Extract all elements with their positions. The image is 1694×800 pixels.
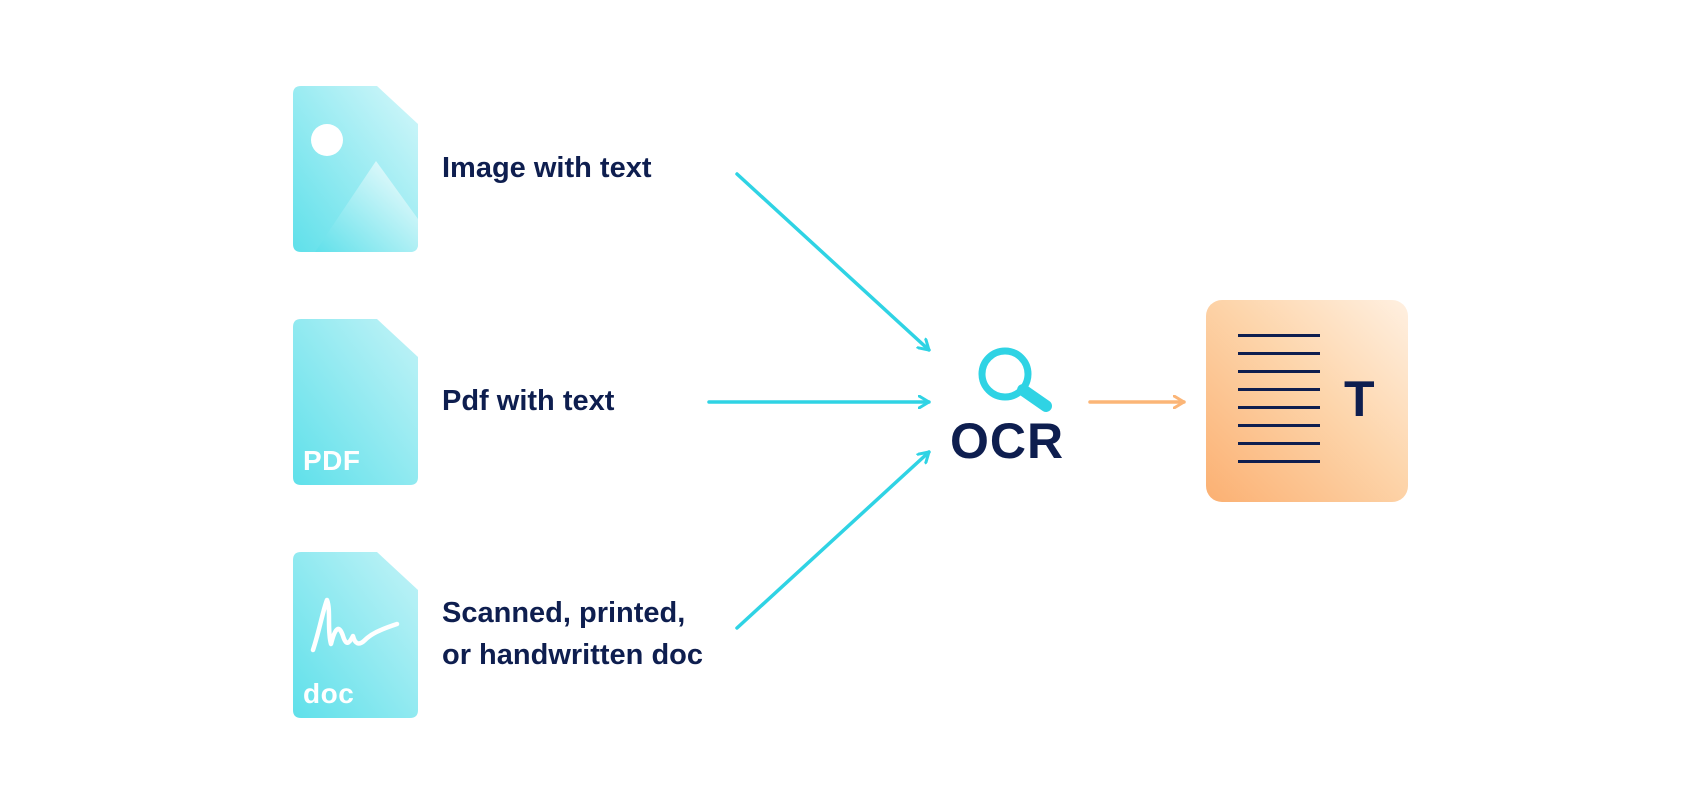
text-line [1238,334,1320,337]
text-document-icon: T [1206,300,1408,502]
text-line [1238,388,1320,391]
text-line [1238,406,1320,409]
pdf-tag: PDF [303,445,361,476]
arrow-doc-to-ocr [735,450,931,630]
source-label-line: Scanned, printed, [442,597,686,629]
ocr-node: OCR [950,340,1080,480]
source-label-pdf: Pdf with text [442,380,614,422]
text-line [1238,460,1320,463]
source-label-line: or handwritten doc [442,639,703,671]
source-label-doc: Scanned, printed, or handwritten doc [442,592,703,676]
pdf-file-icon: PDF [293,319,418,485]
image-file-icon [293,86,418,252]
ocr-label: OCR [950,413,1065,469]
magnifier-icon [978,347,1052,412]
text-line [1238,424,1320,427]
doc-tag: doc [303,678,355,709]
doc-file-icon: doc [293,552,418,718]
text-lines [1238,334,1320,478]
text-line [1238,370,1320,373]
text-line [1238,352,1320,355]
source-label-line: Image with text [442,152,652,184]
text-line [1238,442,1320,445]
arrow-image-to-ocr [735,172,931,352]
source-label-line: Pdf with text [442,385,615,417]
source-label-image: Image with text [442,147,652,189]
signature-icon [310,597,400,653]
result-letter: T [1344,371,1375,427]
